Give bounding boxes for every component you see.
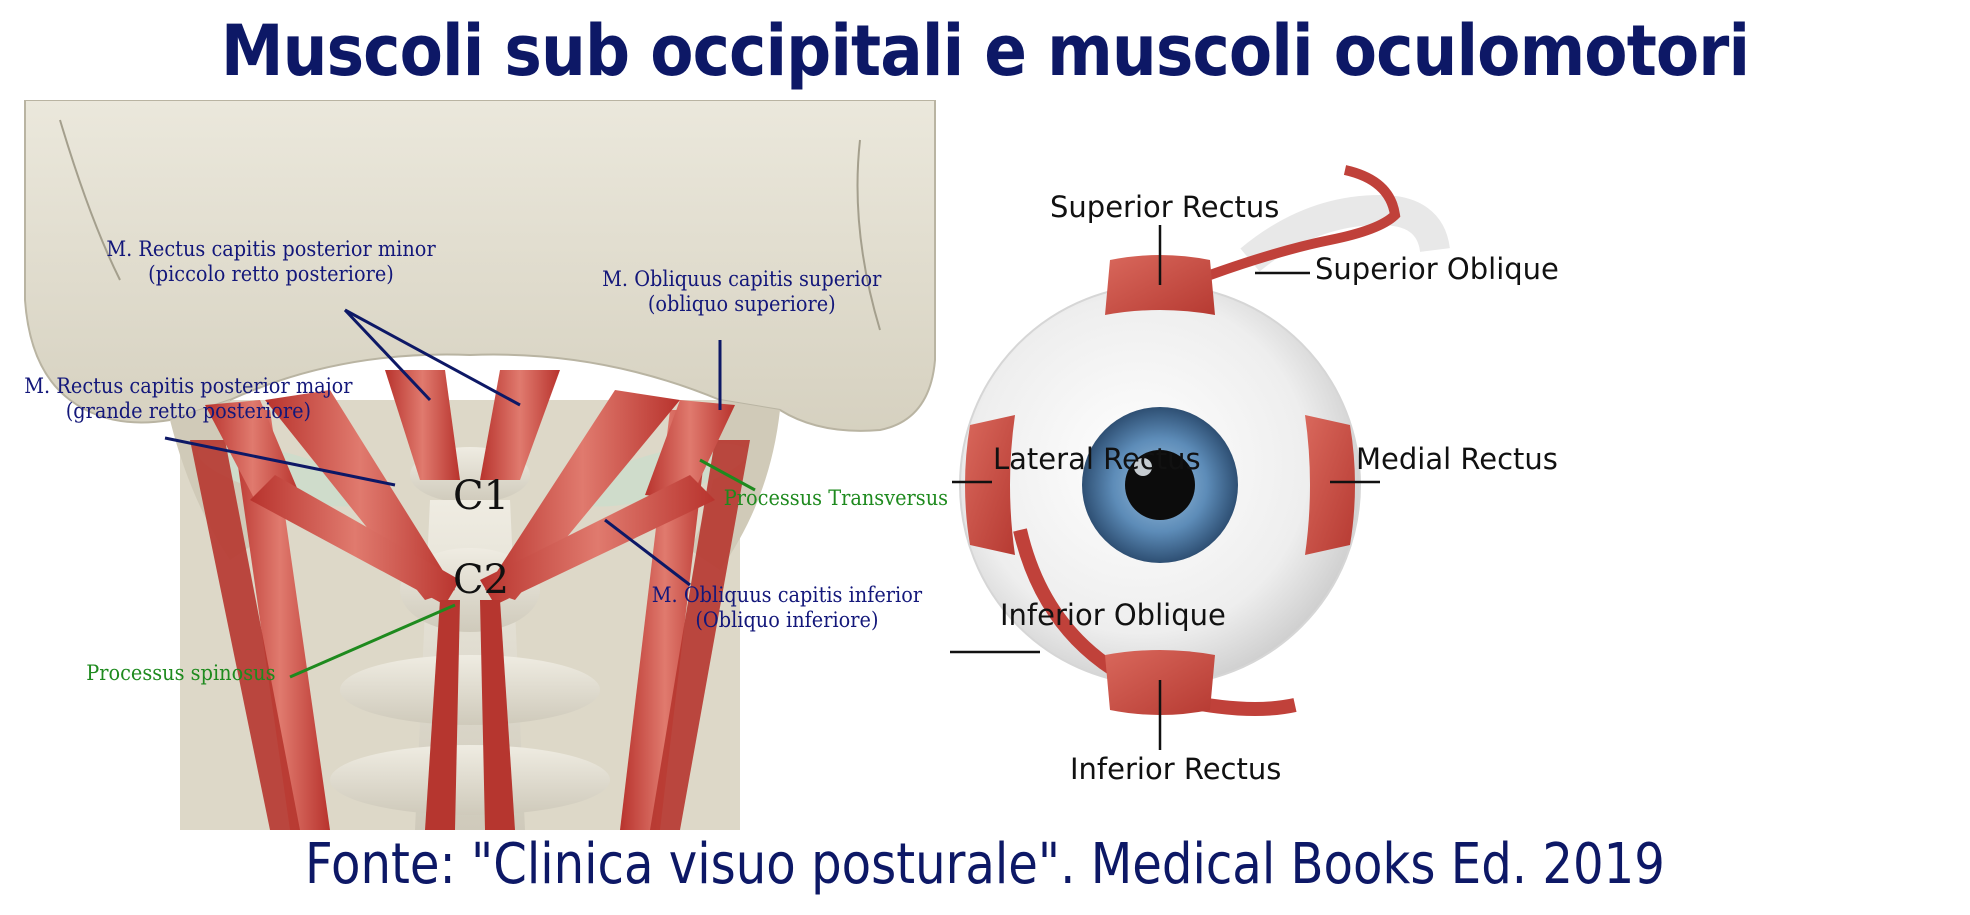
medial-rectus-muscle — [1305, 415, 1355, 555]
vertebra-c4 — [330, 745, 610, 815]
obliquus-superior-label: M. Obliquus capitis superior (obliquo su… — [602, 267, 881, 317]
leader-line — [343, 308, 432, 402]
source-caption: Fonte: "Clinica visuo posturale". Medica… — [305, 832, 1665, 897]
eye-drawing — [950, 165, 1450, 750]
lateral-rectus-muscle — [965, 415, 1015, 555]
suboccipital-illustration: C1 C2 M. Rectus capitis posterior minor … — [0, 100, 950, 830]
rectus-minor-translation: (piccolo retto posteriore) — [148, 262, 394, 287]
vertebra-c2-label: C2 — [453, 557, 510, 603]
obliquus-superior-name: M. Obliquus capitis superior — [602, 267, 882, 291]
skull — [24, 100, 936, 432]
lateral-rectus-label: Lateral Rectus — [993, 442, 1201, 476]
inferior-oblique-label: Inferior Oblique — [1000, 598, 1226, 632]
pupil-highlight — [1134, 458, 1152, 476]
rectus-major-name: M. Rectus capitis posterior major — [24, 374, 353, 398]
leader-line — [164, 436, 396, 487]
muscle-obliquus-inf-right — [480, 475, 715, 605]
muscle-outer-right — [620, 410, 710, 830]
spinosus-label: Processus spinosus — [86, 661, 276, 685]
obliquus-superior-translation: (obliquo superiore) — [647, 292, 836, 317]
muscle-outer-left — [230, 410, 330, 830]
muscle-spinal-right — [480, 600, 515, 830]
rectus-minor-label: M. Rectus capitis posterior minor (picco… — [106, 237, 435, 287]
vertebra-c3 — [340, 655, 600, 725]
muscle-lateral-left — [190, 440, 300, 830]
muscle-obliquus-sup-right — [645, 400, 735, 500]
superior-oblique-label: Superior Oblique — [1315, 252, 1559, 286]
muscle-rectus-minor-left — [385, 370, 460, 480]
muscle-lateral-right — [650, 440, 750, 830]
obliquus-inferior-label: M. Obliquus capitis inferior (Obliquo in… — [652, 583, 922, 633]
superior-oblique-muscle — [1208, 165, 1401, 280]
superior-rectus-label: Superior Rectus — [1050, 190, 1280, 224]
leader-line — [344, 308, 521, 407]
muscle-spinal-left — [425, 600, 460, 830]
rectus-major-label: M. Rectus capitis posterior major (grand… — [24, 374, 352, 424]
superior-oblique-tendon — [1240, 194, 1450, 272]
leader-line-green — [289, 603, 456, 679]
obliquus-inferior-name: M. Obliquus capitis inferior — [651, 583, 923, 607]
vertebra-c1-label: C1 — [453, 473, 510, 519]
medial-rectus-label: Medial Rectus — [1356, 442, 1558, 476]
skull-suture — [59, 119, 121, 281]
page-title: Muscoli sub occipitali e muscoli oculomo… — [220, 10, 1750, 92]
leader-line-green — [699, 458, 756, 492]
muscle-rectus-major-right — [485, 390, 680, 600]
rectus-major-translation: (grande retto posteriore) — [65, 399, 312, 424]
skull-suture — [856, 139, 881, 331]
muscle-obliquus-sup-left — [205, 400, 300, 500]
inferior-rectus-label: Inferior Rectus — [1070, 752, 1282, 786]
muscle-obliquus-inf-left — [250, 475, 460, 605]
leader-line — [604, 518, 691, 587]
rectus-minor-name: M. Rectus capitis posterior minor — [106, 237, 436, 261]
transversus-label: Processus Transversus — [723, 486, 949, 510]
oculomotor-illustration: Superior Rectus Superior Oblique Lateral… — [950, 100, 1970, 830]
muscle-rectus-minor-right — [480, 370, 560, 480]
muscle-rectus-major-left — [265, 390, 455, 600]
suboccipital-drawing — [24, 100, 936, 830]
obliquus-inferior-translation: (Obliquo inferiore) — [695, 608, 879, 633]
